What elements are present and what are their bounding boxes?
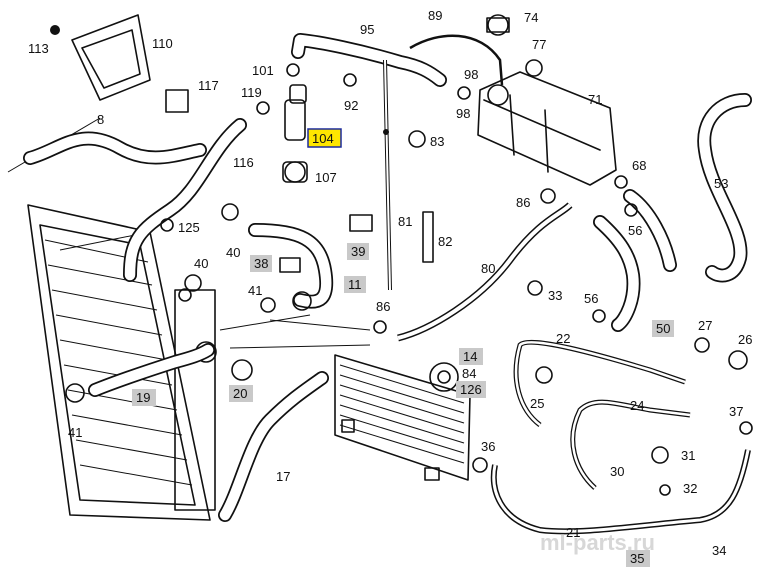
label-95: 95 (360, 22, 374, 37)
label-84: 84 (462, 366, 476, 381)
label-104: 104 (312, 131, 334, 146)
label-41b: 41 (68, 425, 82, 440)
aux-water-pump (282, 84, 308, 183)
label-126: 126 (460, 382, 482, 397)
label-40a: 40 (226, 245, 240, 260)
expansion-tank (477, 14, 617, 186)
hose-53 (697, 93, 752, 283)
sensor-82 (422, 211, 434, 263)
label-22: 22 (556, 331, 570, 346)
label-20: 20 (233, 386, 247, 401)
hose-50 (593, 189, 677, 332)
label-113: 113 (28, 41, 49, 56)
label-86b: 86 (376, 299, 390, 314)
label-31: 31 (681, 448, 695, 463)
label-33: 33 (548, 288, 562, 303)
label-98b: 98 (456, 106, 470, 121)
label-17: 17 (276, 469, 290, 484)
label-86a: 86 (516, 195, 530, 210)
label-74: 74 (524, 10, 538, 25)
hose-19 (88, 343, 215, 397)
label-34: 34 (712, 543, 726, 558)
line-34 (490, 449, 751, 535)
label-82: 82 (438, 234, 452, 249)
label-89: 89 (428, 8, 442, 23)
label-101: 101 (252, 63, 274, 78)
label-83: 83 (430, 134, 444, 149)
label-25: 25 (530, 396, 544, 411)
label-27: 27 (698, 318, 712, 333)
label-37: 37 (729, 404, 743, 419)
label-24: 24 (630, 398, 644, 413)
label-11: 11 (348, 277, 362, 292)
label-53: 53 (714, 176, 728, 191)
part-number-labels: 113 110 117 95 89 74 77 101 119 92 98 98… (28, 8, 752, 558)
highlighted-part-104[interactable]: 104 (307, 128, 342, 148)
label-56a: 56 (628, 223, 642, 238)
hose-11 (248, 223, 334, 309)
label-119: 119 (241, 85, 262, 100)
label-98a: 98 (464, 67, 478, 82)
label-81: 81 (398, 214, 412, 229)
gray-tag-labels: 39 38 11 50 14 126 19 20 35 (132, 243, 674, 567)
hose-89 (409, 34, 504, 86)
label-116: 116 (233, 155, 254, 170)
line-24 (570, 399, 691, 490)
label-19: 19 (136, 390, 150, 405)
label-39: 39 (351, 244, 365, 259)
clamps (65, 63, 753, 496)
watermark: ml-parts.ru (540, 530, 655, 555)
label-68: 68 (632, 158, 646, 173)
label-92: 92 (344, 98, 358, 113)
label-77: 77 (532, 37, 546, 52)
label-56b: 56 (584, 291, 598, 306)
hose-8 (23, 131, 207, 165)
bracket-110 (50, 14, 151, 101)
label-26: 26 (738, 332, 752, 347)
label-30: 30 (610, 464, 624, 479)
label-117: 117 (198, 78, 219, 93)
label-21: 21 (566, 525, 580, 540)
label-8: 8 (97, 112, 104, 127)
label-36: 36 (481, 439, 495, 454)
label-80: 80 (481, 261, 495, 276)
label-38: 38 (254, 256, 268, 271)
label-35: 35 (630, 551, 644, 566)
label-71: 71 (588, 92, 602, 107)
oil-cooler (334, 354, 471, 481)
label-32: 32 (683, 481, 697, 496)
hose-17 (218, 371, 329, 522)
label-110: 110 (152, 36, 173, 51)
label-14: 14 (463, 349, 477, 364)
label-125: 125 (178, 220, 200, 235)
label-107: 107 (315, 170, 337, 185)
label-41a: 41 (248, 283, 262, 298)
line-22 (513, 339, 686, 427)
dipstick-81 (383, 59, 392, 291)
label-50: 50 (656, 321, 670, 336)
hose-95 (291, 33, 447, 87)
hose-116 (123, 118, 247, 282)
hose-80 (397, 202, 573, 342)
label-40b: 40 (194, 256, 208, 271)
